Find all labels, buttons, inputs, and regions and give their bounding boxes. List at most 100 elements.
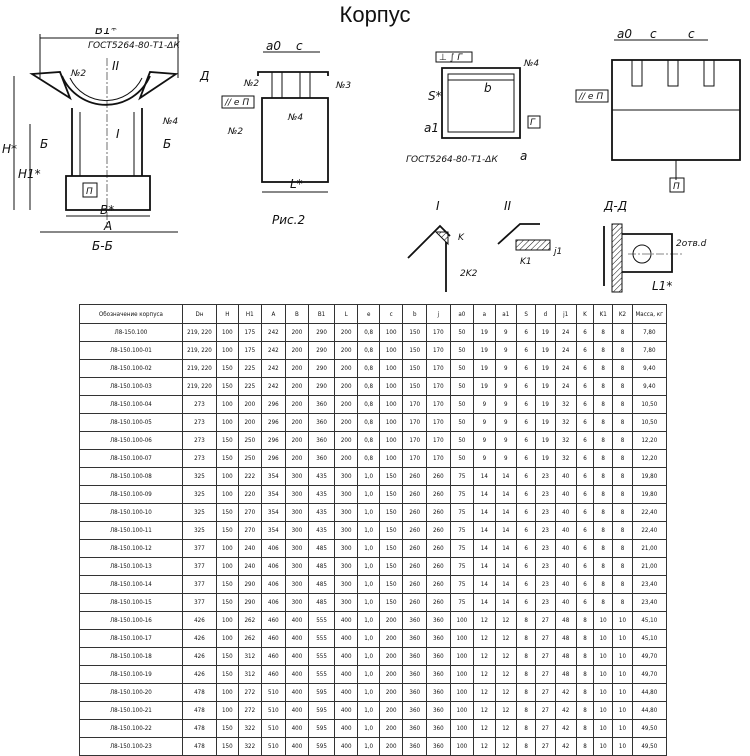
table-cell: 595 <box>308 719 335 738</box>
table-cell: 24 <box>554 323 577 342</box>
table-cell: 6 <box>515 431 537 450</box>
table-cell: 150 <box>216 719 239 738</box>
table-cell: 50 <box>449 359 475 378</box>
table-cell: 200 <box>378 665 404 684</box>
table-cell: 9 <box>494 323 517 342</box>
table-cell: 200 <box>333 359 359 378</box>
table-cell: 100 <box>449 683 475 702</box>
table-cell: 50 <box>449 377 475 396</box>
table-cell: 9 <box>494 395 517 414</box>
table-cell: 200 <box>333 449 359 468</box>
table-cell: 10 <box>612 665 633 684</box>
label-n4-c: №4 <box>523 59 539 69</box>
table-cell: 75 <box>449 539 475 558</box>
table-cell: 150 <box>402 323 428 342</box>
table-cell: 435 <box>308 521 335 540</box>
table-cell: 45,10 <box>631 629 668 648</box>
table-cell: 400 <box>284 719 310 738</box>
table-cell: 260 <box>426 467 451 486</box>
table-cell: 150 <box>216 431 239 450</box>
table-cell: 14 <box>473 539 496 558</box>
table-cell: 0,8 <box>357 431 380 450</box>
label-2k: 2K2 <box>460 269 478 279</box>
table-cell: 400 <box>333 719 359 738</box>
table-cell: 100 <box>449 665 475 684</box>
table-cell: 354 <box>261 521 286 540</box>
label-b-right: Б <box>163 137 171 151</box>
table-cell: 10 <box>612 719 633 738</box>
table-cell: 14 <box>473 467 496 486</box>
table-cell: Л8-150.100-04 <box>79 395 183 414</box>
table-cell: 1,0 <box>357 737 380 756</box>
table-cell: 400 <box>284 647 310 666</box>
table-cell: 150 <box>216 377 239 396</box>
table-cell: 360 <box>426 665 451 684</box>
table-cell: 360 <box>308 395 335 414</box>
table-cell: 6 <box>515 377 537 396</box>
table-cell: 12 <box>473 737 496 756</box>
table-cell: Л8-150.100-15 <box>79 593 183 612</box>
table-cell: 10 <box>593 611 614 630</box>
table-cell: 260 <box>426 593 451 612</box>
table-cell: 6 <box>575 395 595 414</box>
table-cell: 8 <box>575 737 595 756</box>
table-cell: 377 <box>181 575 218 594</box>
table-cell: 555 <box>308 611 335 630</box>
table-cell: Л8-150.100-20 <box>79 683 183 702</box>
table-cell: Л8-150.100-06 <box>79 431 183 450</box>
table-cell: 170 <box>426 449 451 468</box>
table-cell: 510 <box>261 701 286 720</box>
table-cell: 8 <box>612 539 633 558</box>
table-cell: 1,0 <box>357 683 380 702</box>
table-cell: 272 <box>237 701 263 720</box>
table-cell: 9 <box>494 377 517 396</box>
table-cell: 200 <box>333 323 359 342</box>
table-cell: 6 <box>575 593 595 612</box>
table-cell: 260 <box>402 593 428 612</box>
table-cell: 360 <box>426 683 451 702</box>
table-cell: 23,40 <box>631 593 668 612</box>
table-cell: 325 <box>181 485 218 504</box>
table-cell: 360 <box>402 701 428 720</box>
table-cell: 75 <box>449 485 475 504</box>
table-cell: 75 <box>449 503 475 522</box>
table-cell: 8 <box>575 611 595 630</box>
label-a1: a1 <box>424 121 439 135</box>
table-cell: 400 <box>333 701 359 720</box>
table-header-cell: c <box>378 304 404 324</box>
table-cell: 10 <box>612 629 633 648</box>
table-cell: 150 <box>216 503 239 522</box>
table-cell: 170 <box>426 359 451 378</box>
table-cell: Л8-150.100-11 <box>79 521 183 540</box>
tolerance-3: // е П <box>578 92 603 102</box>
table-cell: 8 <box>593 395 614 414</box>
table-cell: 12 <box>473 701 496 720</box>
table-cell: 19 <box>535 323 556 342</box>
table-cell: 1,0 <box>357 719 380 738</box>
table-cell: 10 <box>593 647 614 666</box>
tolerance-1: // е П <box>224 98 249 108</box>
table-cell: 9 <box>494 341 517 360</box>
table-cell: 9,40 <box>631 359 668 378</box>
table-cell: 219, 220 <box>181 341 218 360</box>
table-cell: 8 <box>515 647 537 666</box>
label-n4-b: №4 <box>287 113 303 123</box>
table-cell: 21,00 <box>631 539 668 558</box>
table-cell: 6 <box>575 359 595 378</box>
table-cell: 200 <box>378 737 404 756</box>
technical-drawings: B1* ГОСТ5264-80-Т1-ΔК H* H1* №2 II I №4 … <box>0 28 750 298</box>
table-header-cell: j1 <box>554 304 577 324</box>
label-c-b: c <box>650 28 657 41</box>
table-cell: 200 <box>284 323 310 342</box>
table-cell: 260 <box>402 575 428 594</box>
table-cell: 8 <box>612 449 633 468</box>
